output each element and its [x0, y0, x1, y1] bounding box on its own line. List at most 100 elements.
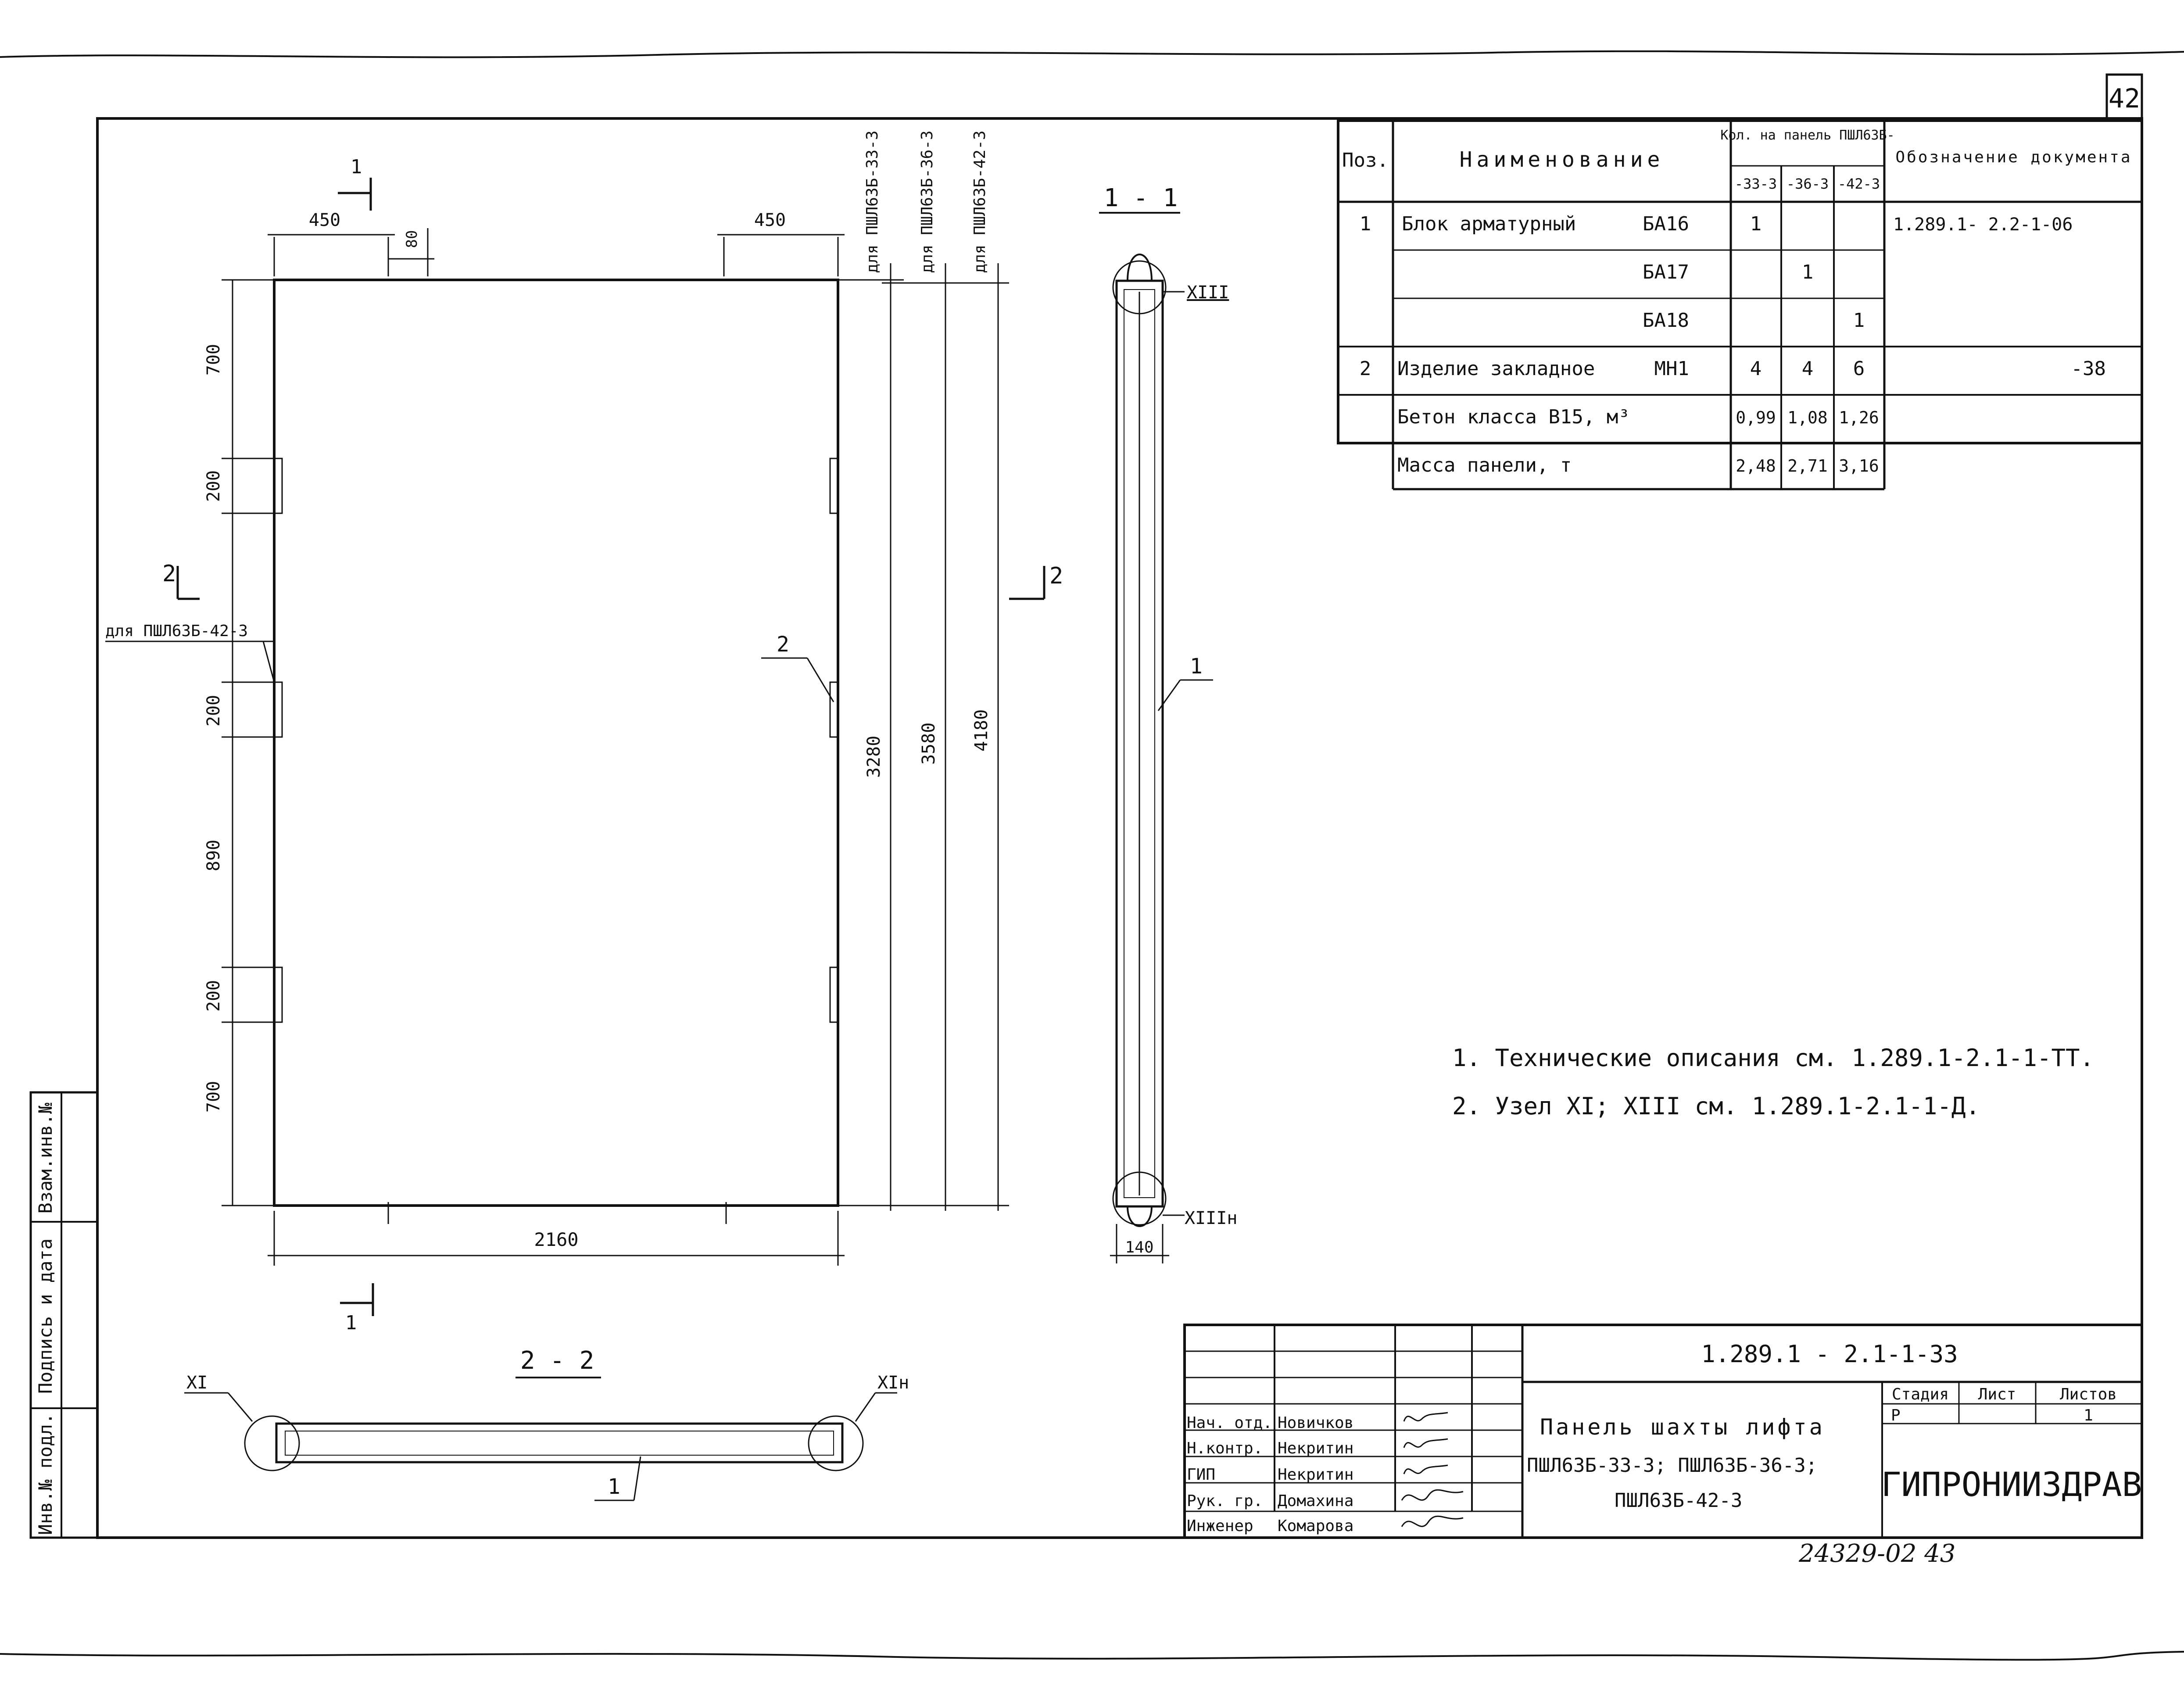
dim-3580: 3580: [919, 723, 939, 765]
callout-2: 2: [777, 632, 789, 657]
node-label-xiii-n: XIIIн: [1185, 1208, 1237, 1228]
callout-1-section: 1: [1190, 654, 1203, 679]
name-2: Некритин: [1278, 1439, 1353, 1457]
svg-text:1: 1: [1750, 213, 1762, 235]
loop-bottom: [1127, 1206, 1153, 1227]
svg-text:Бетон класса B15, м³: Бетон класса B15, м³: [1397, 406, 1630, 428]
role-2: Н.контр.: [1187, 1439, 1263, 1457]
panel-outline: [273, 279, 839, 1207]
plate-left-2: [273, 681, 283, 738]
node-circle-right: [808, 1415, 864, 1471]
svg-text:Изделие закладное: Изделие закладное: [1397, 358, 1595, 380]
sheet-number: 42: [2109, 83, 2140, 114]
node-circle-top: [1112, 260, 1167, 315]
header-q2: -36-3: [1787, 175, 1829, 192]
header-pos: Поз.: [1342, 149, 1389, 172]
dim-top-left: 450: [309, 210, 340, 230]
node-circle-left: [244, 1415, 300, 1471]
signature-2: [1403, 1438, 1448, 1448]
section-1-1-title: 1 - 1: [1104, 184, 1178, 212]
svg-text:Масса панели, т: Масса панели, т: [1397, 454, 1572, 476]
plate-right-3: [829, 966, 839, 1023]
label-panel-42-3: для ПШЛ63Б-42-3: [971, 130, 989, 273]
plate-left-3: [273, 966, 283, 1023]
dim-left-200c: 200: [204, 980, 224, 1012]
title-line-3: ПШЛ63Б-42-3: [1615, 1489, 1742, 1512]
section-2-2: 2 - 2 XI XIн 1: [184, 1346, 909, 1501]
organization: ГИПРОНИИЗДРАВ: [1881, 1465, 2142, 1504]
sheets-value: 1: [2084, 1406, 2093, 1424]
dim-top-right: 450: [754, 210, 786, 230]
dim-3280: 3280: [864, 736, 884, 778]
svg-text:2,71: 2,71: [1787, 456, 1828, 476]
svg-text:3,16: 3,16: [1839, 456, 1879, 476]
footer-code: 24329-02 43: [1798, 1539, 1955, 1568]
sheet-edge-bottom: [0, 1651, 2184, 1661]
header-name: Наименование: [1460, 147, 1665, 172]
side-stamp: Инв.№ подл. Подпись и дата Взам.инв.№: [29, 1091, 99, 1539]
svg-text:БА16: БА16: [1643, 213, 1689, 235]
label-panel-36-3: для ПШЛ63Б-36-3: [918, 130, 936, 273]
dim-4180: 4180: [971, 709, 992, 751]
dim-left-200a: 200: [204, 470, 224, 502]
sheet-label: Лист: [1978, 1385, 2016, 1403]
header-q1: -33-3: [1735, 175, 1777, 192]
callout-1-section-2: 1: [608, 1474, 620, 1499]
node-label-xi-n: XIн: [877, 1373, 909, 1393]
title-block: 1.289.1 - 2.1-1-33 Панель шахты лифта ПШ…: [1183, 1324, 2143, 1539]
sheet-number-box: [2105, 73, 2143, 120]
role-4: Рук. гр.: [1187, 1492, 1263, 1510]
svg-text:БА17: БА17: [1643, 261, 1689, 283]
table-row: БА18 1: [1643, 309, 1865, 332]
svg-text:1: 1: [1853, 309, 1865, 332]
stamp-inv-podl: Инв.№ подл.: [35, 1413, 56, 1535]
svg-text:6: 6: [1853, 358, 1865, 380]
svg-text:Блок арматурный: Блок арматурный: [1402, 213, 1576, 235]
svg-text:1,08: 1,08: [1787, 408, 1828, 427]
title-line-1: Панель шахты лифта: [1540, 1414, 1825, 1440]
section-2-2-title: 2 - 2: [520, 1346, 594, 1375]
table-row: БА17 1: [1643, 261, 1813, 283]
dim-left-700b: 700: [204, 1081, 224, 1113]
svg-text:1,26: 1,26: [1839, 408, 1879, 427]
sheet-edge-top: [0, 50, 2184, 58]
signature-4: [1401, 1489, 1464, 1501]
table-row: 1 Блок арматурный БА16 1 1.289.1- 2.2-1-…: [1360, 213, 2073, 235]
note-1: 1. Технические описания см. 1.289.1-2.1-…: [1452, 1044, 2094, 1072]
stage-label: Стадия: [1892, 1385, 1949, 1403]
node-label-xiii: XIII: [1187, 283, 1229, 303]
plate-right-2: [829, 681, 839, 738]
dim-left-890: 890: [204, 840, 224, 871]
dim-top-80: 80: [403, 230, 421, 248]
spec-table: Поз. Наименование Кол. на панель ПШЛ63Б-…: [1337, 119, 2143, 490]
note-2: 2. Узел XI; XIII см. 1.289.1-2.1-1-Д.: [1452, 1092, 1980, 1120]
header-q3: -42-3: [1838, 175, 1880, 192]
section-1-mark-bottom-label: 1: [345, 1312, 357, 1334]
node-circle-bottom: [1112, 1171, 1167, 1226]
dim-left-200b: 200: [204, 695, 224, 726]
name-3: Некритин: [1278, 1466, 1353, 1484]
role-1: Нач. отд.: [1187, 1414, 1272, 1432]
stamp-vzam-inv: Взам.инв.№: [35, 1102, 56, 1214]
section-2-2-body: [275, 1422, 844, 1464]
header-qty: Кол. на панель ПШЛ63Б-: [1720, 128, 1894, 143]
svg-text:1: 1: [1360, 213, 1371, 235]
svg-text:1.289.1- 2.2-1-06: 1.289.1- 2.2-1-06: [1893, 215, 2073, 235]
section-2-mark-right: 2: [1049, 563, 1063, 589]
role-5: Инженер: [1187, 1517, 1253, 1535]
svg-text:4: 4: [1802, 358, 1814, 380]
plate-left-1: [273, 458, 283, 514]
signature-1: [1403, 1412, 1448, 1422]
table-row: 2 Изделие закладное МН1 4 4 6 -38: [1360, 358, 2106, 380]
svg-text:2,48: 2,48: [1736, 456, 1776, 476]
svg-text:2: 2: [1360, 358, 1371, 380]
section-1-1: 1 - 1 XIII XIIIн 1 140: [1099, 184, 1237, 1263]
plate-right-1: [829, 458, 839, 514]
svg-text:0,99: 0,99: [1736, 408, 1776, 427]
signature-3: [1403, 1464, 1448, 1474]
label-panel-33-3: для ПШЛ63Б-33-3: [863, 130, 881, 273]
table-row: Бетон класса B15, м³ 0,99 1,08 1,26: [1397, 406, 1879, 428]
table-row: Масса панели, т 2,48 2,71 3,16: [1397, 454, 1879, 476]
role-3: ГИП: [1187, 1466, 1215, 1484]
